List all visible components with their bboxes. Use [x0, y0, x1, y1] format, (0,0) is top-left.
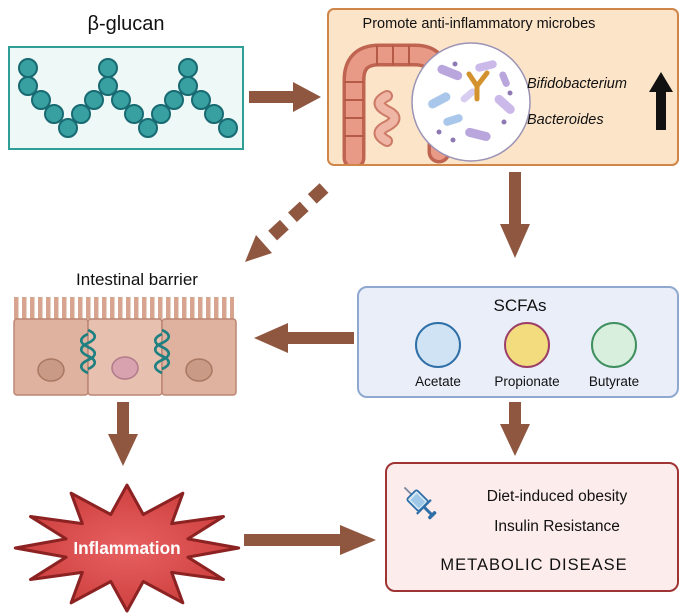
arrow-scfas-to-disease-icon: [500, 402, 530, 456]
syringe-icon: [403, 486, 437, 520]
scfas-title: SCFAs: [493, 296, 547, 315]
disease-box: Diet-induced obesity Insulin Resistance …: [385, 462, 679, 592]
beta-glucan-box: [8, 46, 244, 150]
arrow-glucan-to-microbes-icon: [249, 82, 321, 112]
tight-junction-icon: [79, 328, 171, 375]
microbes-box: Promote anti-inflammatory microbes: [327, 8, 679, 166]
bacteria-name-bacteroides: Bacteroides: [527, 112, 604, 128]
arrow-inflammation-to-disease-icon: [244, 525, 376, 555]
beta-glucan-label: β-glucan: [87, 13, 165, 35]
microbes-box-title: Promote anti-inflammatory microbes: [362, 16, 596, 32]
butyrate-label: Butyrate: [588, 374, 640, 389]
inflammation-starburst-icon: Inflammation: [13, 483, 241, 613]
scfas-box: SCFAs Acetate Propionate Butyrate: [357, 286, 679, 398]
intestinal-barrier-icon: [13, 297, 237, 396]
propionate-circle-icon: [504, 322, 550, 368]
bacteria-name-bifidobacterium: Bifidobacterium: [527, 76, 627, 92]
arrow-barrier-to-inflammation-icon: [108, 402, 138, 466]
propionate-label: Propionate: [494, 374, 560, 389]
disease-line-obesity: Diet-induced obesity: [486, 488, 628, 505]
disease-line-metabolic: METABOLIC DISEASE: [440, 556, 628, 574]
dashed-arrow-microbes-to-barrier-icon: [245, 183, 329, 262]
acetate-circle-icon: [415, 322, 461, 368]
microbes-circle-icon: [411, 42, 531, 162]
glucan-chain-icon: [18, 58, 238, 138]
disease-line-insulin: Insulin Resistance: [494, 518, 620, 535]
butyrate-circle-icon: [591, 322, 637, 368]
increase-arrow-icon: [649, 72, 673, 130]
arrow-microbes-to-scfas-icon: [500, 172, 530, 258]
intestinal-barrier-label: Intestinal barrier: [76, 270, 198, 289]
arrow-scfas-to-barrier-icon: [254, 323, 354, 353]
inflammation-label: Inflammation: [73, 538, 180, 558]
acetate-label: Acetate: [415, 374, 461, 389]
